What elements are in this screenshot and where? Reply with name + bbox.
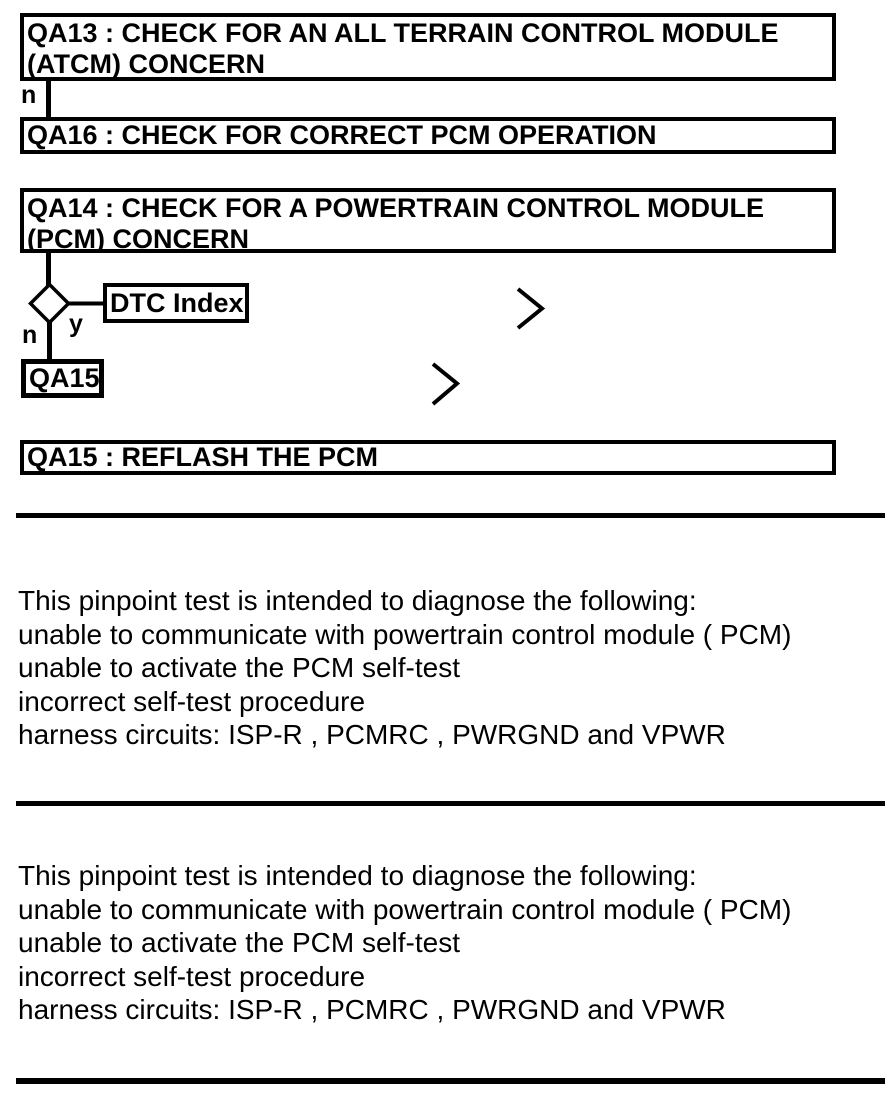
dtc-index-label: DTC Index <box>110 287 244 318</box>
branch-label-no: n <box>22 321 38 349</box>
paragraph-line: This pinpoint test is intended to diagno… <box>18 860 697 891</box>
node-qa15-reflash-title: QA15 : REFLASH THE PCM <box>27 442 379 472</box>
branch-label-yes: y <box>69 310 83 338</box>
qa15-link-label: QA15 <box>29 363 100 393</box>
node-qa13-title-line1: QA13 : CHECK FOR AN ALL TERRAIN CONTROL … <box>27 18 779 48</box>
section-divider <box>16 1078 885 1084</box>
paragraph-line: harness circuits: ISP-R , PCMRC , PWRGND… <box>18 994 726 1025</box>
chevron-right-icon <box>516 287 546 330</box>
flowchart-node-qa15-reflash[interactable]: QA15 : REFLASH THE PCM <box>20 440 836 475</box>
flowchart-node-qa15-link[interactable]: QA15 <box>21 359 104 398</box>
decision-diamond <box>28 282 71 325</box>
node-qa16-title: QA16 : CHECK FOR CORRECT PCM OPERATION <box>27 120 657 150</box>
paragraph-line: unable to communicate with powertrain co… <box>18 618 792 650</box>
pinpoint-description-2: This pinpoint test is intended to diagno… <box>18 859 884 1027</box>
section-divider <box>16 801 885 806</box>
pinpoint-description-1: This pinpoint test is intended to diagno… <box>18 584 884 752</box>
node-qa14-title-line1: QA14 : CHECK FOR A POWERTRAIN CONTROL MO… <box>27 193 765 223</box>
flowchart-node-qa13[interactable]: QA13 : CHECK FOR AN ALL TERRAIN CONTROL … <box>20 13 836 81</box>
paragraph-line: incorrect self-test procedure <box>18 685 366 717</box>
node-qa13-title-line2: (ATCM) CONCERN <box>27 49 265 79</box>
flowchart-node-qa14[interactable]: QA14 : CHECK FOR A POWERTRAIN CONTROL MO… <box>20 188 836 253</box>
paragraph-line: harness circuits: ISP-R , PCMRC , PWRGND… <box>18 719 726 750</box>
paragraph-line: incorrect self-test procedure <box>18 960 366 992</box>
paragraph-line: unable to communicate with powertrain co… <box>18 893 792 925</box>
paragraph-line: This pinpoint test is intended to diagno… <box>18 585 697 616</box>
flowchart-node-dtc-index[interactable]: DTC Index <box>103 283 249 323</box>
paragraph-line: unable to activate the PCM self-test <box>18 652 460 683</box>
node-qa14-title-line2: (PCM) CONCERN <box>27 224 249 253</box>
paragraph-line: unable to activate the PCM self-test <box>18 927 460 958</box>
branch-label-no: n <box>21 81 37 109</box>
section-divider <box>16 513 885 518</box>
chevron-right-icon <box>431 362 461 406</box>
flowchart-node-qa16[interactable]: QA16 : CHECK FOR CORRECT PCM OPERATION <box>20 117 836 154</box>
